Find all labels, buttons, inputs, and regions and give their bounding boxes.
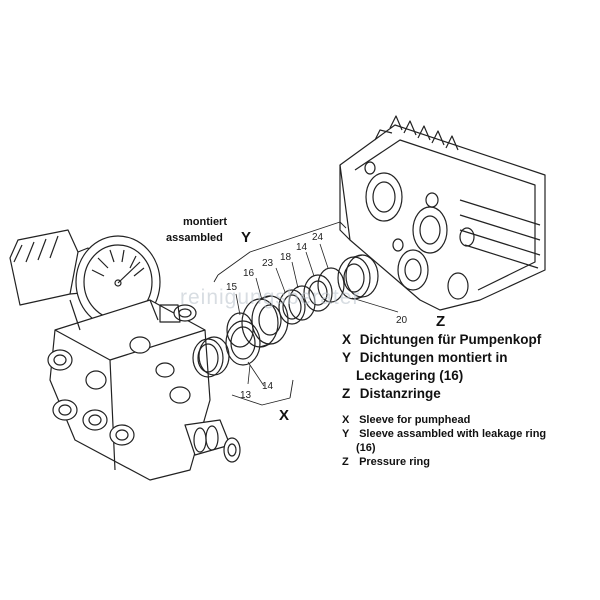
legend-en-row-z: Z Pressure ring bbox=[342, 455, 546, 469]
part-23-ring bbox=[278, 289, 306, 325]
bracket-x bbox=[231, 379, 294, 406]
legend-en-text-x: Sleeve for pumphead bbox=[359, 414, 471, 426]
part-number-16: 16 bbox=[243, 268, 255, 279]
part-number-13: 13 bbox=[240, 390, 252, 401]
regulator-valve-body bbox=[9, 229, 241, 481]
legend-de-key-z: Z bbox=[342, 386, 351, 401]
label-group-x: X bbox=[279, 407, 289, 424]
legend-de-row-y: Y Dichtungen montiert in bbox=[342, 349, 541, 367]
legend-de-text-y2: Leckagering (16) bbox=[356, 368, 464, 383]
part-number-20: 20 bbox=[396, 315, 408, 326]
part-number-23: 23 bbox=[262, 258, 274, 269]
leader-lines bbox=[235, 243, 399, 387]
part-number-15: 15 bbox=[226, 282, 238, 293]
legend-en-key-y: Y bbox=[342, 428, 350, 440]
part-number-24: 24 bbox=[312, 232, 324, 243]
legend-en-row-y: Y Sleeve assambled with leakage ring bbox=[342, 427, 546, 441]
part-18-ring bbox=[288, 285, 316, 321]
label-group-y: Y bbox=[241, 229, 251, 246]
legend-en-text-y2: (16) bbox=[356, 442, 376, 454]
label-group-z: Z bbox=[436, 313, 445, 330]
legend-english: X Sleeve for pumphead Y Sleeve assambled… bbox=[342, 413, 546, 469]
legend-en-row-y2: (16) bbox=[342, 441, 546, 455]
legend-de-text-y: Dichtungen montiert in bbox=[359, 350, 508, 365]
watermark-text: reinigungsberater bbox=[180, 286, 360, 309]
part-number-14-lower: 14 bbox=[262, 381, 274, 392]
label-montiert: montiert bbox=[183, 216, 227, 228]
legend-en-text-z: Pressure ring bbox=[359, 456, 430, 468]
legend-de-row-z: Z Distanzringe bbox=[342, 385, 541, 403]
legend-de-key-x: X bbox=[342, 332, 352, 347]
part-number-14-upper: 14 bbox=[296, 242, 308, 253]
legend-de-text-z: Distanzringe bbox=[359, 386, 441, 401]
part-24-ring bbox=[317, 267, 345, 303]
legend-de-row-y2: Leckagering (16) bbox=[342, 367, 541, 385]
legend-en-key-x: X bbox=[342, 414, 350, 426]
legend-de-text-x: Dichtungen für Pumpenkopf bbox=[359, 332, 542, 347]
bracket-y bbox=[213, 221, 347, 283]
legend-de-row-x: X Dichtungen für Pumpenkopf bbox=[342, 331, 541, 349]
label-assambled: assambled bbox=[166, 232, 223, 244]
legend-en-text-y: Sleeve assambled with leakage ring bbox=[359, 428, 547, 440]
legend-en-row-x: X Sleeve for pumphead bbox=[342, 413, 546, 427]
part-16-leakage-ring bbox=[241, 295, 289, 348]
legend-en-key-z: Z bbox=[342, 456, 349, 468]
pump-head-housing bbox=[339, 115, 546, 311]
legend-de-key-y: Y bbox=[342, 350, 352, 365]
legend-german: X Dichtungen für Pumpenkopf Y Dichtungen… bbox=[342, 331, 541, 403]
part-number-18: 18 bbox=[280, 252, 292, 263]
